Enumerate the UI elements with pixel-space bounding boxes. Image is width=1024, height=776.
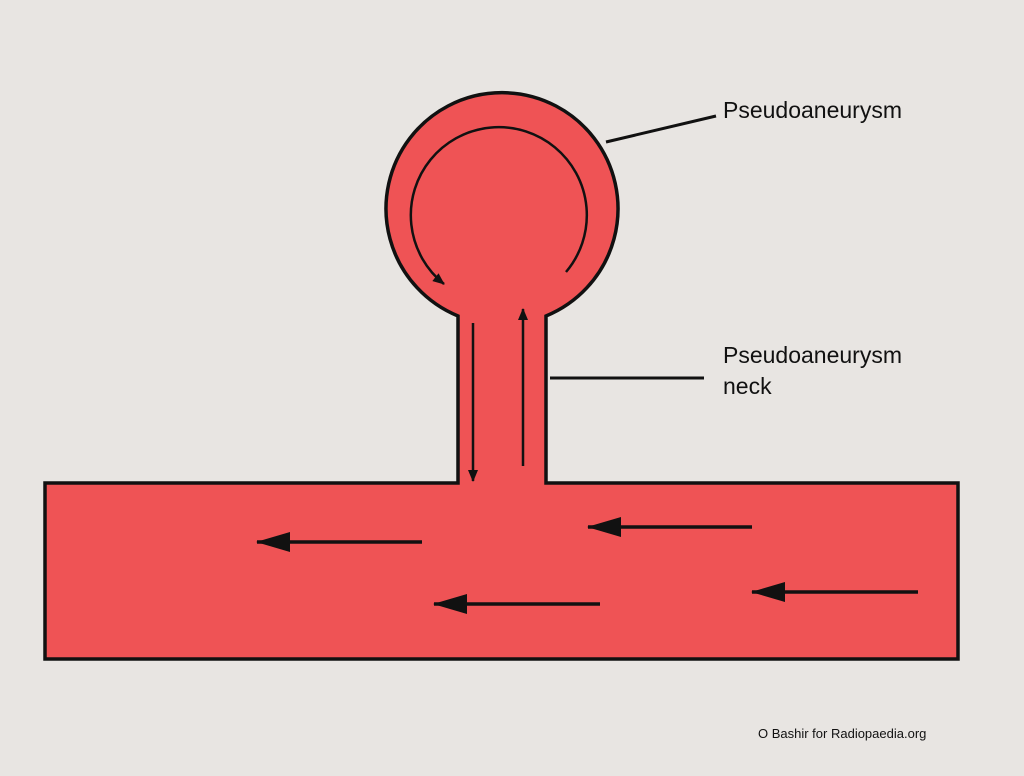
vessel-outline xyxy=(43,90,960,661)
neck-label-line-1: Pseudoaneurysm xyxy=(723,342,902,368)
pseudoaneurysm-leader-line xyxy=(605,114,717,144)
sac-circular-flow-arrow xyxy=(409,125,589,285)
pseudoaneurysm-label: Pseudoaneurysm xyxy=(723,97,902,123)
pseudoaneurysm-neck-label: Pseudoaneurysm neck xyxy=(723,340,902,402)
credit-text: O Bashir for Radiopaedia.org xyxy=(758,726,927,741)
neck-label-line-2: neck xyxy=(723,373,772,399)
